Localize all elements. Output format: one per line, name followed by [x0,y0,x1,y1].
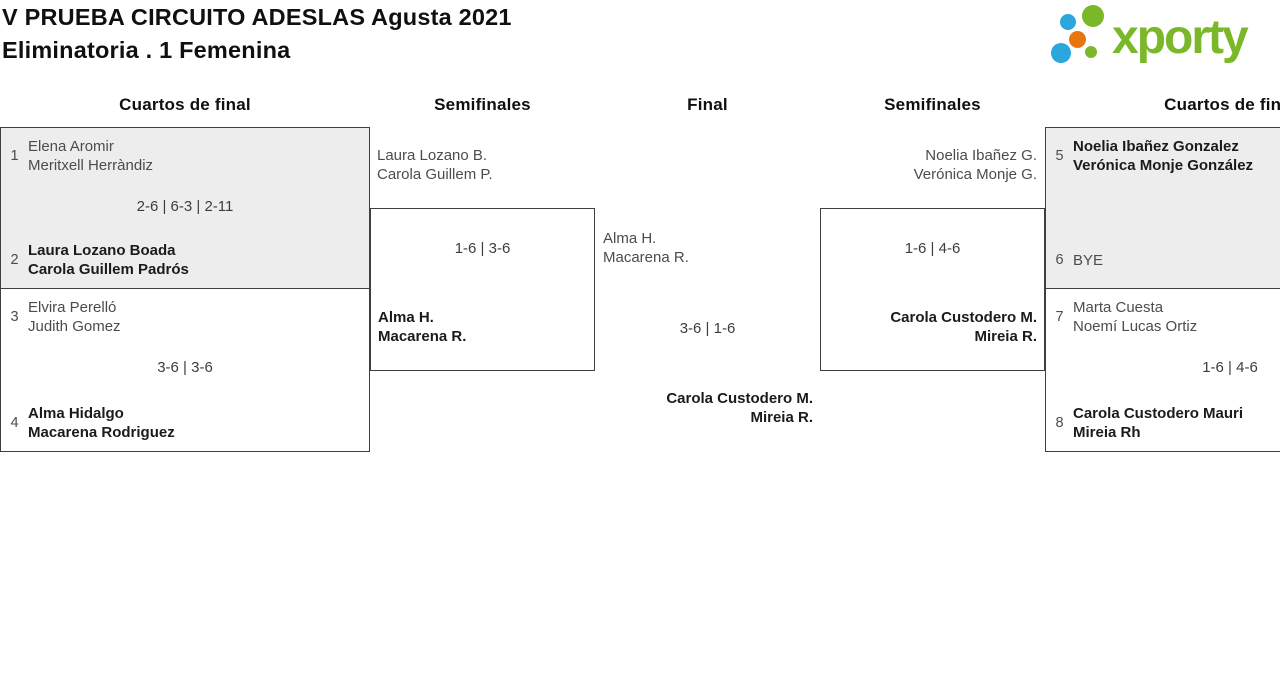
match-qf2: 3 Elvira Perelló Judith Gomez 3-6 | 3-6 … [0,288,370,452]
sf-right-top-team-label: Noelia Ibañez G. Verónica Monje G. [812,146,1037,184]
match-score: 1-6 | 3-6 [454,240,511,257]
team-name-line: Carola Custodero M. [890,309,1037,326]
final-top-team-label: Alma H. Macarena R. [603,229,689,267]
team-names: Elvira Perelló Judith Gomez [28,298,121,336]
logo-text: xporty [1112,11,1249,64]
team-name-line: Verónica Monje González [1073,157,1254,174]
match-qf3: 5 Noelia Ibañez Gonzalez Verónica Monje … [1045,127,1280,289]
team-name-line: Noelia Ibañez G. [925,147,1037,164]
team-name-line: Carola Custodero Mauri [1073,405,1244,422]
match-qf4: 7 Marta Cuesta Noemí Lucas Ortiz 1-6 | 4… [1045,288,1280,452]
match-qf2-team-bottom: 4 Alma Hidalgo Macarena Rodriguez [9,404,361,442]
match-qf4-team-top: 7 Marta Cuesta Noemí Lucas Ortiz [1054,298,1280,336]
logo-dot-green-big-icon [1082,5,1104,27]
team-name-line: Mireia R. [974,328,1037,345]
team-name-line: Laura Lozano B. [377,147,488,164]
team-names: Alma Hidalgo Macarena Rodriguez [28,404,175,442]
team-name-line: Noelia Ibañez Gonzalez [1073,138,1239,155]
team-name-line: Macarena R. [378,328,467,345]
match-score: 2-6 | 6-3 | 2-11 [136,198,234,215]
logo-dot-blue-big-icon [1051,43,1071,63]
page-subtitle: Eliminatoria . 1 Femenina [2,37,291,63]
page-title: V PRUEBA CIRCUITO ADESLAS Agusta 2021 [2,4,512,30]
team-name-line: Verónica Monje G. [913,166,1037,183]
match-sf2-winner: Carola Custodero M. Mireia R. [828,308,1037,346]
team-name-line: Macarena R. [603,249,689,266]
team-name-line: Meritxell Herràndiz [28,157,154,174]
match-qf1: 1 Elena Aromir Meritxell Herràndiz 2-6 |… [0,127,370,289]
match-qf4-team-bottom: 8 Carola Custodero Mauri Mireia Rh [1054,404,1280,442]
team-name-line: BYE [1073,251,1104,269]
team-name-line: Elvira Perelló [28,299,117,316]
seed-number: 4 [10,415,19,431]
round-header-qf-right: Cuartos de final [1164,95,1280,114]
match-qf2-team-top: 3 Elvira Perelló Judith Gomez [9,298,361,336]
logo-dot-green-small-icon [1085,46,1097,58]
round-header-sf-left: Semifinales [434,95,531,114]
team-name-line: Mireia Rh [1073,424,1141,441]
team-name-line: Laura Lozano Boada [28,242,176,259]
match-score: 1-6 | 4-6 [1202,359,1258,376]
team-name-line: Elena Aromir [28,138,114,155]
seed-number: 6 [1055,252,1064,268]
team-name-line: Carola Guillem P. [377,166,493,183]
match-score: 3-6 | 3-6 [157,359,213,376]
team-name-line: Carola Guillem Padrós [28,261,189,278]
team-names: BYE [1073,241,1103,279]
seed-number: 1 [10,148,19,164]
match-sf1: 1-6 | 3-6 Alma H. Macarena R. [370,208,595,371]
team-name-line: Noemí Lucas Ortiz [1073,318,1198,335]
team-name-line: Mireia R. [750,409,813,426]
team-names: Elena Aromir Meritxell Herràndiz [28,137,153,175]
logo-dot-blue-small-icon [1060,14,1076,30]
match-sf2: 1-6 | 4-6 Carola Custodero M. Mireia R. [820,208,1045,371]
final-score: 3-6 | 1-6 [679,320,736,337]
team-names: Marta Cuesta Noemí Lucas Ortiz [1073,298,1197,336]
match-score: 1-6 | 4-6 [904,240,961,257]
round-header-final: Final [687,95,728,114]
seed-number: 7 [1055,309,1064,325]
seed-number: 3 [10,309,19,325]
seed-number: 8 [1055,415,1064,431]
round-header-sf-right: Semifinales [884,95,981,114]
team-names: Laura Lozano Boada Carola Guillem Padrós [28,241,189,279]
final-winner-label: Carola Custodero M. Mireia R. [595,389,813,427]
team-names: Carola Custodero Mauri Mireia Rh [1073,404,1243,442]
match-qf1-team-top: 1 Elena Aromir Meritxell Herràndiz [9,137,361,175]
match-qf3-team-bottom: 6 BYE [1054,241,1280,279]
logo-dot-orange-icon [1069,31,1086,48]
team-name-line: Alma H. [603,230,657,247]
team-name-line: Alma H. [378,309,434,326]
match-qf3-team-top: 5 Noelia Ibañez Gonzalez Verónica Monje … [1054,137,1280,175]
xporty-logo[interactable]: xporty [1048,0,1280,78]
seed-number: 2 [10,252,19,268]
sf-left-top-team-label: Laura Lozano B. Carola Guillem P. [377,146,493,184]
team-name-line: Marta Cuesta [1073,299,1164,316]
match-sf1-winner: Alma H. Macarena R. [378,308,587,346]
team-name-line: Alma Hidalgo [28,405,124,422]
team-name-line: Judith Gomez [28,318,121,335]
seed-number: 5 [1055,148,1064,164]
team-name-line: Macarena Rodriguez [28,424,175,441]
page-title-block: V PRUEBA CIRCUITO ADESLAS Agusta 2021 El… [2,1,512,67]
team-name-line: Carola Custodero M. [666,390,813,407]
match-qf1-team-bottom: 2 Laura Lozano Boada Carola Guillem Padr… [9,241,361,279]
round-header-qf-left: Cuartos de final [119,95,251,114]
team-names: Noelia Ibañez Gonzalez Verónica Monje Go… [1073,137,1253,175]
